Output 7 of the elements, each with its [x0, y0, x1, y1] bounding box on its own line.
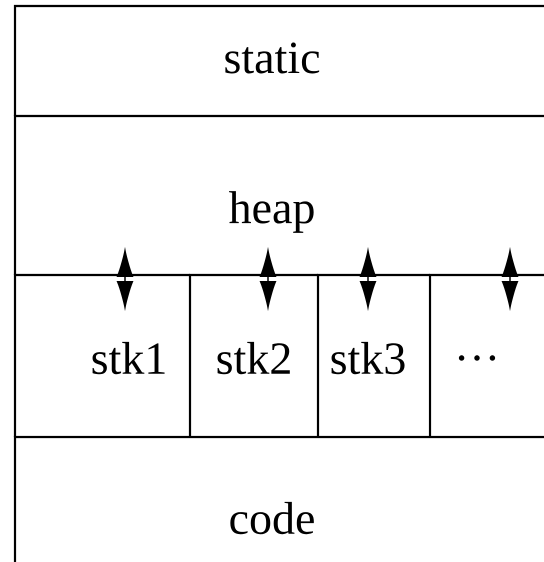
memory-segment: heap — [14, 114, 544, 275]
stack-cell: stk1 — [14, 274, 190, 437]
stack-cell: stk3 — [316, 274, 430, 437]
memory-segment: code — [14, 436, 544, 562]
stack-cell: … — [428, 274, 544, 437]
memory-segment: static — [14, 4, 544, 116]
stack-cell: stk2 — [188, 274, 318, 437]
